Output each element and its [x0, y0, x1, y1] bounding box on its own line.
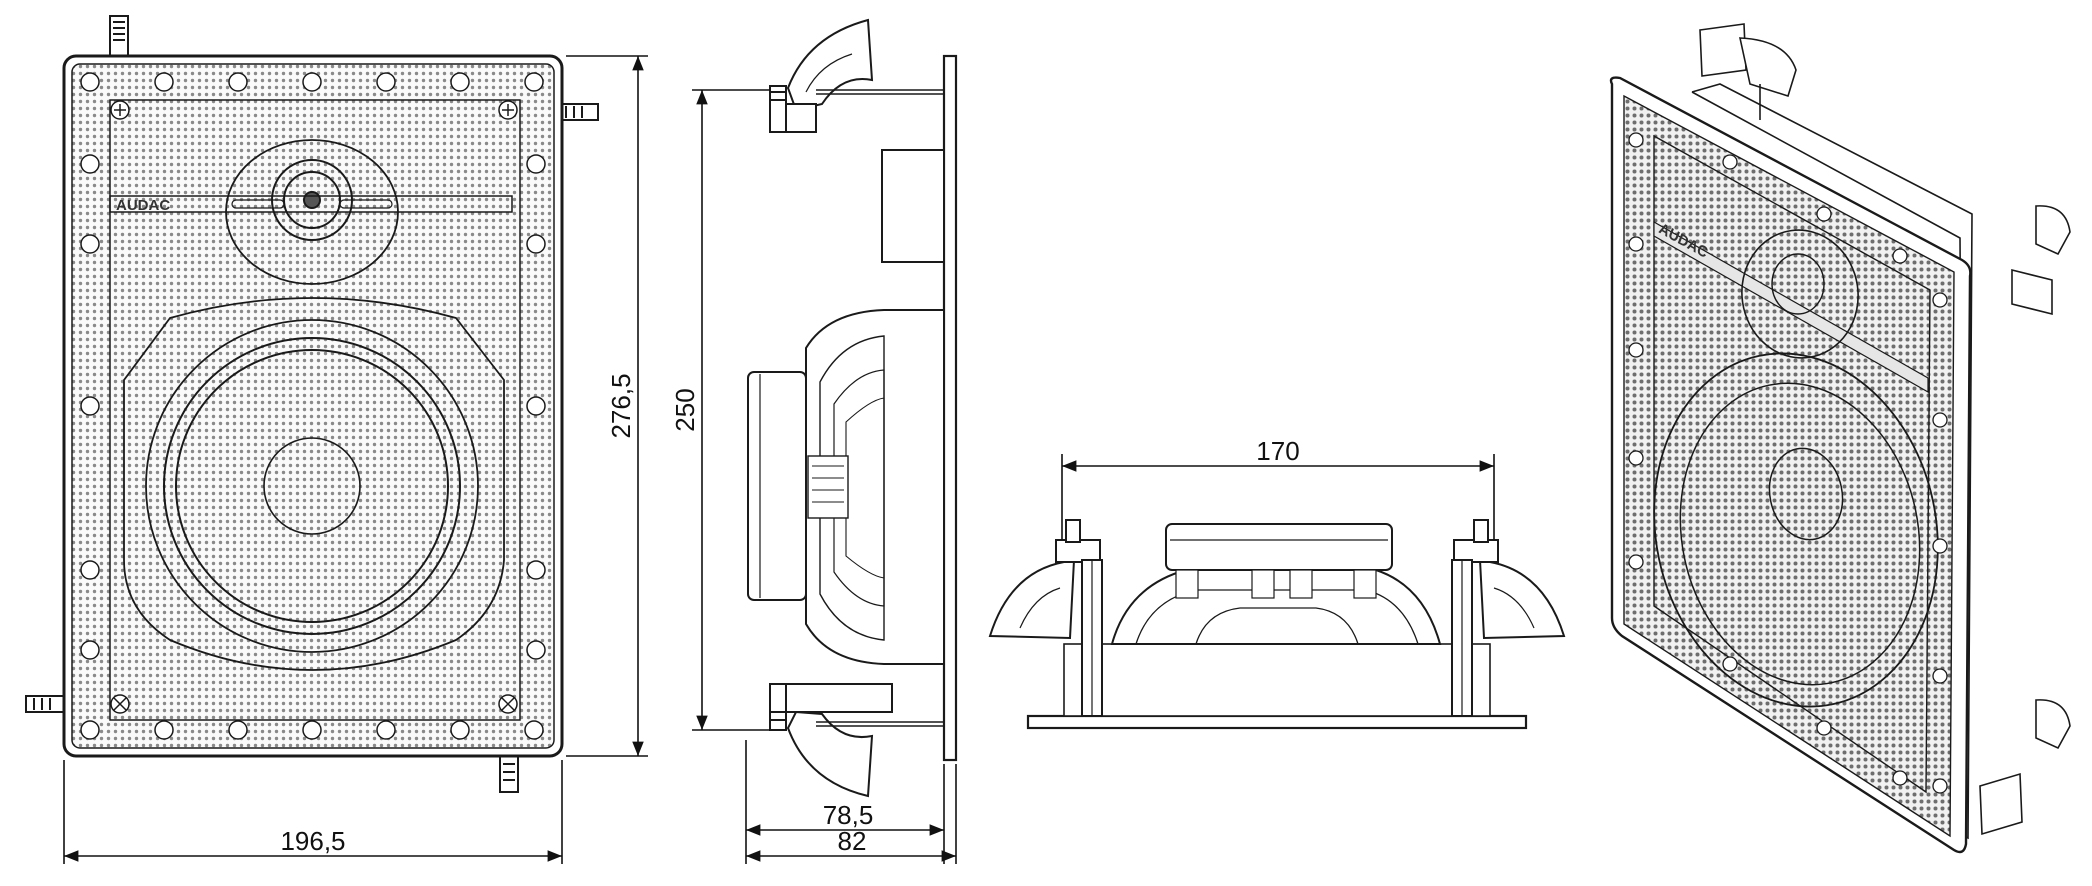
front-baffle [109, 99, 521, 721]
top-left-clamp [988, 519, 1103, 717]
side-total-depth-label: 82 [838, 826, 867, 856]
top-right-clamp [1451, 519, 1566, 717]
perspective-clamps [1699, 23, 2071, 836]
front-screw-holes [80, 72, 546, 740]
front-view: AUDAC [25, 15, 599, 793]
top-driver [1110, 569, 1442, 645]
side-view [747, 18, 958, 798]
side-dimensions [692, 89, 957, 864]
side-height-label: 250 [670, 388, 700, 431]
woofer [123, 297, 505, 671]
top-dimensions [1061, 454, 1495, 540]
front-brand-label: AUDAC [116, 197, 170, 214]
right-clamp [559, 103, 599, 121]
left-clamp [25, 695, 65, 713]
side-front-panel [942, 54, 958, 762]
side-basket [805, 309, 945, 665]
side-top-clamp [769, 18, 944, 133]
front-dimensions [63, 55, 648, 864]
side-magnet [747, 371, 807, 601]
top-front-plate [1026, 714, 1528, 730]
top-clamp [109, 15, 129, 57]
front-width-label: 196,5 [280, 826, 345, 856]
corner-screws [110, 100, 518, 714]
top-view [988, 519, 1566, 730]
side-bottom-clamp [769, 683, 944, 798]
side-depth-label: 78,5 [823, 800, 874, 830]
front-height-label: 276,5 [606, 373, 636, 438]
bottom-clamp [499, 755, 519, 793]
perspective-view: AUDAC [1609, 23, 2071, 854]
top-width-label: 170 [1256, 436, 1299, 466]
